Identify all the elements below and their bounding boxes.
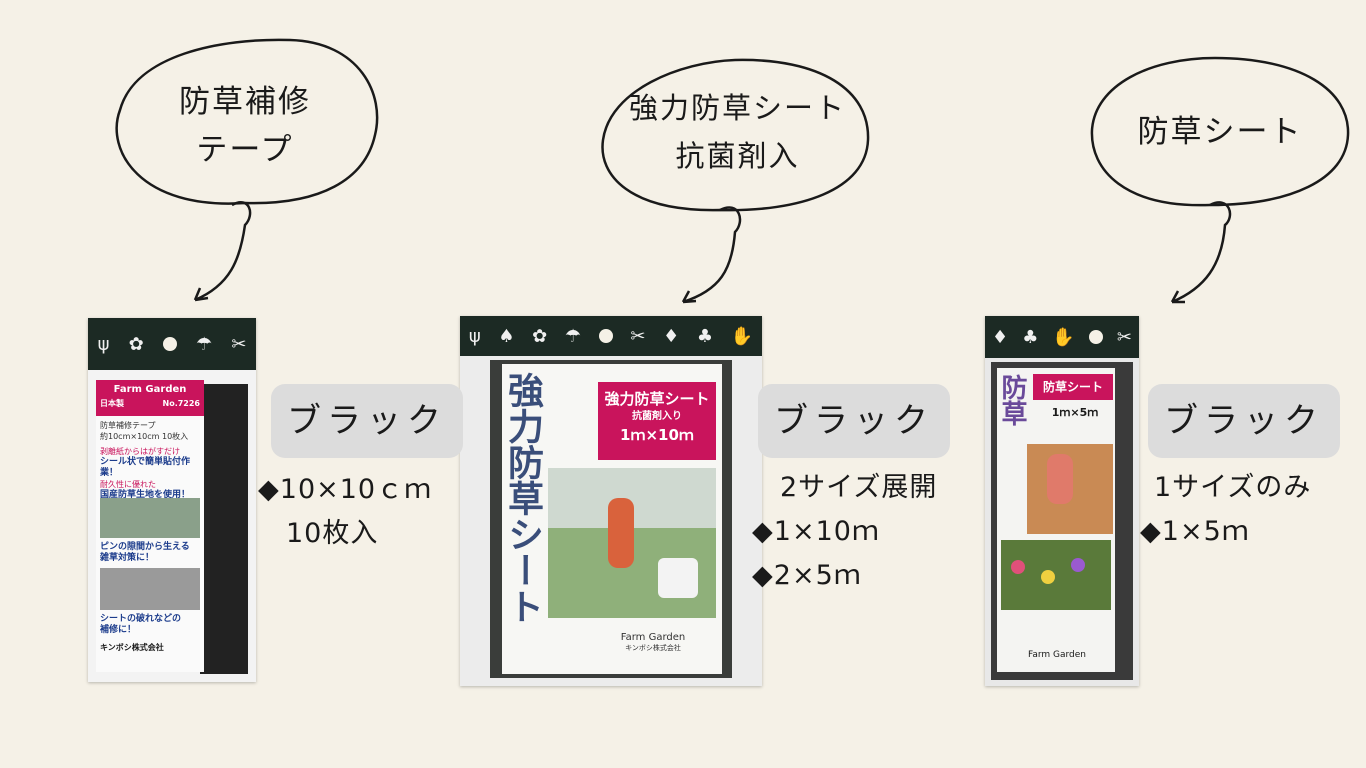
brand-name: Farm Garden [1027, 650, 1087, 660]
big-vertical-title: 防草 [997, 374, 1027, 426]
package-name: 防草補修テープ [100, 421, 156, 430]
spec-1-line2: 10枚入 [286, 518, 379, 549]
fork-icon: ψ [468, 325, 481, 347]
watering-can-icon: ☂ [564, 325, 582, 347]
plant-icon: ♣ [1022, 326, 1039, 348]
spec-3: 1サイズのみ ◆1×5ｍ [1140, 466, 1311, 554]
package-title: 防草シート [1033, 374, 1113, 400]
spec-1-line1: ◆10×10ｃｍ [258, 474, 433, 505]
copy-2: シール状で簡単貼付作業！ [100, 457, 191, 478]
fork-icon: ψ [97, 333, 110, 355]
bubble-1-arrow [193, 201, 252, 302]
bubble-3-line1: 防草シート [1137, 114, 1303, 150]
maker-name: キンボシ株式会社 [625, 644, 681, 652]
copy-7: シートの破れなどの [100, 614, 182, 624]
color-pill-2: ブラック [758, 384, 950, 458]
spec-2: 2サイズ展開 ◆1×10ｍ ◆2×5ｍ [752, 466, 937, 598]
bubble-2-arrow [681, 206, 742, 304]
bubble-1-line2: テープ [196, 132, 294, 168]
package-size: 1ｍ×10ｍ [620, 426, 694, 444]
bubble-3-outline [1090, 56, 1350, 207]
color-pill-1: ブラック [271, 384, 463, 458]
product-1-package: ψ ✿ ☂ ✂ Farm Garden 日本製 No.7226 防草補修テープ … [88, 318, 256, 682]
product-3-package: ♦ ♣ ✋ ✂ 防草 防草シート 1ｍ×5ｍ Farm Garden [985, 316, 1139, 686]
flower-dot [1041, 570, 1055, 584]
bubble-3-text: 防草シート [1100, 108, 1340, 156]
package-copy: 防草補修テープ 約10cm×10cm 10枚入 剥離紙からはがすだけ シール状で… [100, 420, 202, 501]
trowel-icon: ♦ [992, 326, 1009, 348]
package-header: ψ ✿ ☂ ✂ [88, 318, 256, 370]
spec-1: ◆10×10ｃｍ 10枚入 [258, 468, 432, 556]
brand-name: Farm Garden [113, 384, 187, 395]
glove-icon: ✋ [730, 325, 754, 347]
bubble-3-arrow [1170, 201, 1232, 304]
product-2-package: ψ ♠ ✿ ☂ ✂ ♦ ♣ ✋ 強力防草シート 強力防草シート 抗菌剤入り 1ｍ… [460, 316, 762, 686]
gardener-figure [608, 498, 634, 568]
gardener-figure [1047, 454, 1073, 504]
bubble-2-outline [601, 58, 870, 212]
package-size-count: 約10cm×10cm 10枚入 [100, 432, 189, 441]
package-header: ψ ♠ ✿ ☂ ✂ ♦ ♣ ✋ [460, 316, 762, 356]
usage-photo-2 [100, 568, 200, 610]
scissors-icon: ✂ [1116, 326, 1132, 348]
bubble-1-text: 防草補修 テープ [140, 78, 350, 174]
copy-6: 雑草対策に！ [100, 553, 155, 563]
glove-icon: ✋ [1052, 326, 1075, 348]
plant-pot [658, 558, 698, 598]
brand-label: Farm Garden 日本製 No.7226 [96, 380, 204, 416]
spec-2-line1: 2サイズ展開 [780, 472, 938, 503]
usage-photo-1 [100, 498, 200, 538]
watering-can-icon: ☂ [196, 333, 213, 355]
shovel-icon: ♠ [498, 325, 515, 347]
brand-name: Farm Garden [620, 632, 686, 643]
package-card: Farm Garden 日本製 No.7226 防草補修テープ 約10cm×10… [96, 380, 204, 672]
model-number: No.7226 [162, 399, 201, 408]
spec-2-line2: ◆1×10ｍ [752, 516, 880, 547]
spec-2-line3: ◆2×5ｍ [752, 560, 862, 591]
flower-dot [1071, 558, 1085, 572]
package-card: 防草 防草シート 1ｍ×5ｍ Farm Garden [997, 368, 1115, 672]
package-size: 1ｍ×5ｍ [1051, 406, 1099, 419]
color-pill-3: ブラック [1148, 384, 1340, 458]
copy-block-3: シートの破れなどの 補修に！ [100, 614, 200, 636]
spec-3-line2: ◆1×5ｍ [1140, 516, 1250, 547]
bubble-2-line1: 強力防草シート [628, 91, 846, 125]
bubble-1-line1: 防草補修 [179, 84, 311, 120]
hang-hole [162, 337, 177, 351]
flowerbed-illustration [1001, 540, 1111, 610]
origin-badge: 日本製 [100, 399, 124, 408]
flower-dot [1011, 560, 1025, 574]
package-card: 強力防草シート 強力防草シート 抗菌剤入り 1ｍ×10ｍ Farm Garden… [502, 364, 722, 674]
flower-icon: ✿ [532, 325, 548, 347]
plant-icon: ♣ [696, 325, 714, 347]
maker-name: キンボシ株式会社 [100, 643, 164, 652]
flower-icon: ✿ [128, 333, 144, 355]
copy-8: 補修に！ [100, 625, 137, 635]
copy-3: 耐久性に優れた [100, 480, 156, 489]
copy-block-2: ピンの隙間から生える 雑草対策に！ [100, 542, 200, 564]
copy-1: 剥離紙からはがすだけ [100, 447, 180, 456]
garden-illustration [548, 468, 716, 618]
title-label: 強力防草シート 抗菌剤入り 1ｍ×10ｍ [598, 382, 716, 460]
copy-4: 国産防草生地を使用！ [100, 490, 191, 500]
package-header: ♦ ♣ ✋ ✂ [985, 316, 1139, 358]
bubble-2-line2: 抗菌剤入 [675, 139, 800, 173]
brand-block: Farm Garden キンボシ株式会社 [598, 632, 708, 653]
copy-5: ピンの隙間から生える [100, 542, 190, 552]
bubble-1-outline [115, 38, 379, 205]
trowel-icon: ♦ [663, 325, 680, 347]
scissors-icon: ✂ [630, 325, 646, 347]
scissors-icon: ✂ [231, 333, 247, 355]
big-vertical-title: 強力防草シート [502, 372, 543, 624]
gardener-illustration [1027, 444, 1113, 534]
bubble-2-text: 強力防草シート 抗菌剤入 [610, 84, 865, 180]
spec-3-line1: 1サイズのみ [1154, 472, 1312, 503]
hang-hole [598, 329, 613, 343]
package-title: 強力防草シート [604, 390, 710, 408]
tape-sample [200, 384, 248, 674]
package-subtitle: 抗菌剤入り [632, 411, 682, 422]
hang-hole [1088, 330, 1103, 344]
